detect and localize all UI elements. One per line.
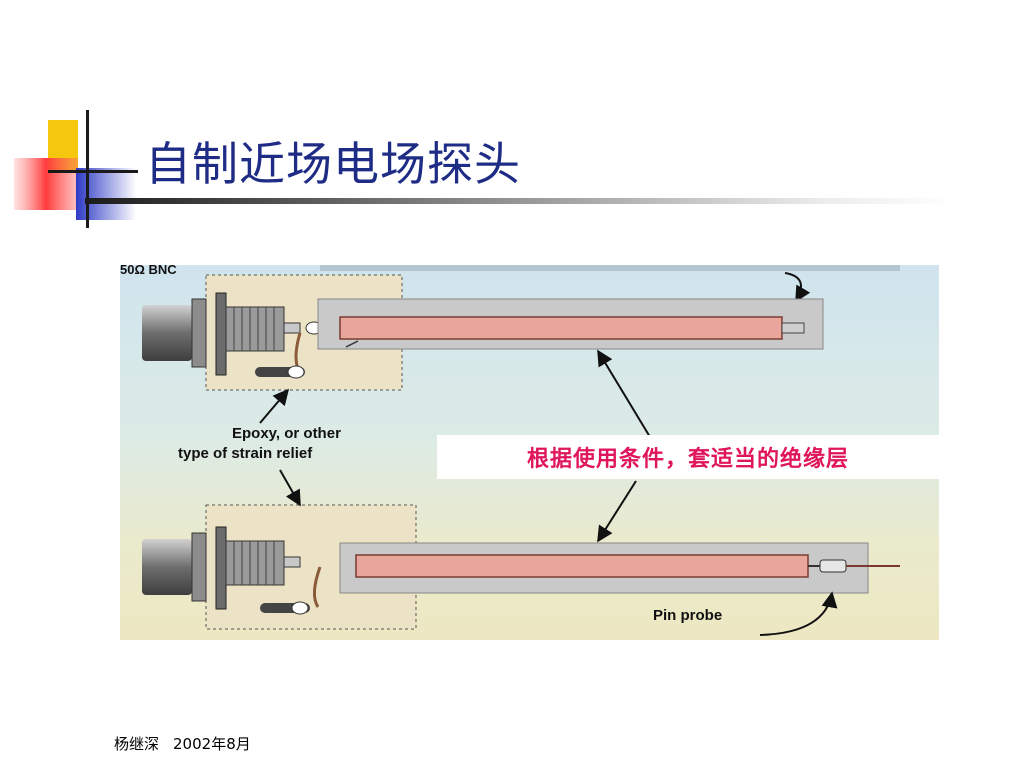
ground-wire-bottom	[313, 566, 322, 608]
ground-lug-bottom	[291, 601, 309, 615]
logo-vertical-line	[86, 110, 89, 228]
tube-to-lug-wire-top	[345, 340, 359, 348]
arrow-epoxy-up	[259, 388, 290, 424]
thread-lines-top	[233, 307, 275, 351]
pin-probe-connector	[819, 559, 847, 573]
cropped-top-label	[320, 265, 900, 271]
bnc-nut-top	[215, 292, 227, 376]
probe-assembly-bottom	[142, 504, 900, 630]
bnc-label-fragment: 50Ω BNC	[120, 265, 177, 277]
logo-blue-square	[76, 168, 136, 220]
logo-horizontal-line	[48, 170, 138, 173]
bnc-nut-bottom	[215, 526, 227, 610]
footer-date: 2002年8月	[173, 735, 251, 753]
probe-tube-bottom	[355, 554, 809, 578]
title-underline	[85, 198, 955, 204]
footer-author: 杨继深	[114, 735, 160, 753]
arrow-top-right	[784, 272, 811, 303]
epoxy-label-line2: type of strain relief	[178, 445, 313, 462]
ground-lug-top	[287, 365, 305, 379]
pin-probe-label: Pin probe	[653, 607, 722, 624]
arrow-tube-down	[597, 480, 637, 543]
probe-tip-top	[781, 322, 805, 334]
bnc-thread-bottom	[225, 540, 285, 586]
bnc-flange-bottom	[191, 532, 207, 602]
bnc-pin-top	[283, 322, 301, 334]
bnc-thread-top	[225, 306, 285, 352]
arrow-epoxy-down	[279, 469, 301, 507]
epoxy-label-line1: Epoxy, or other	[232, 425, 341, 442]
bnc-body-bottom	[142, 539, 192, 595]
arrow-pin-probe	[759, 591, 838, 636]
slide-footer: 杨继深 2002年8月	[114, 733, 251, 754]
bnc-body-top	[142, 305, 192, 361]
probe-tube-top	[339, 316, 783, 340]
slide-title: 自制近场电场探头	[145, 137, 521, 191]
slide-logo-graphic	[14, 110, 138, 228]
bnc-pin-bottom	[283, 556, 301, 568]
logo-red-square	[14, 158, 78, 210]
arrow-tube-up	[597, 349, 651, 438]
probe-assembly-top	[142, 274, 824, 391]
bnc-flange-top	[191, 298, 207, 368]
thread-lines-bottom	[233, 541, 275, 585]
insulation-callout: 根据使用条件，套适当的绝缘层	[437, 435, 939, 479]
